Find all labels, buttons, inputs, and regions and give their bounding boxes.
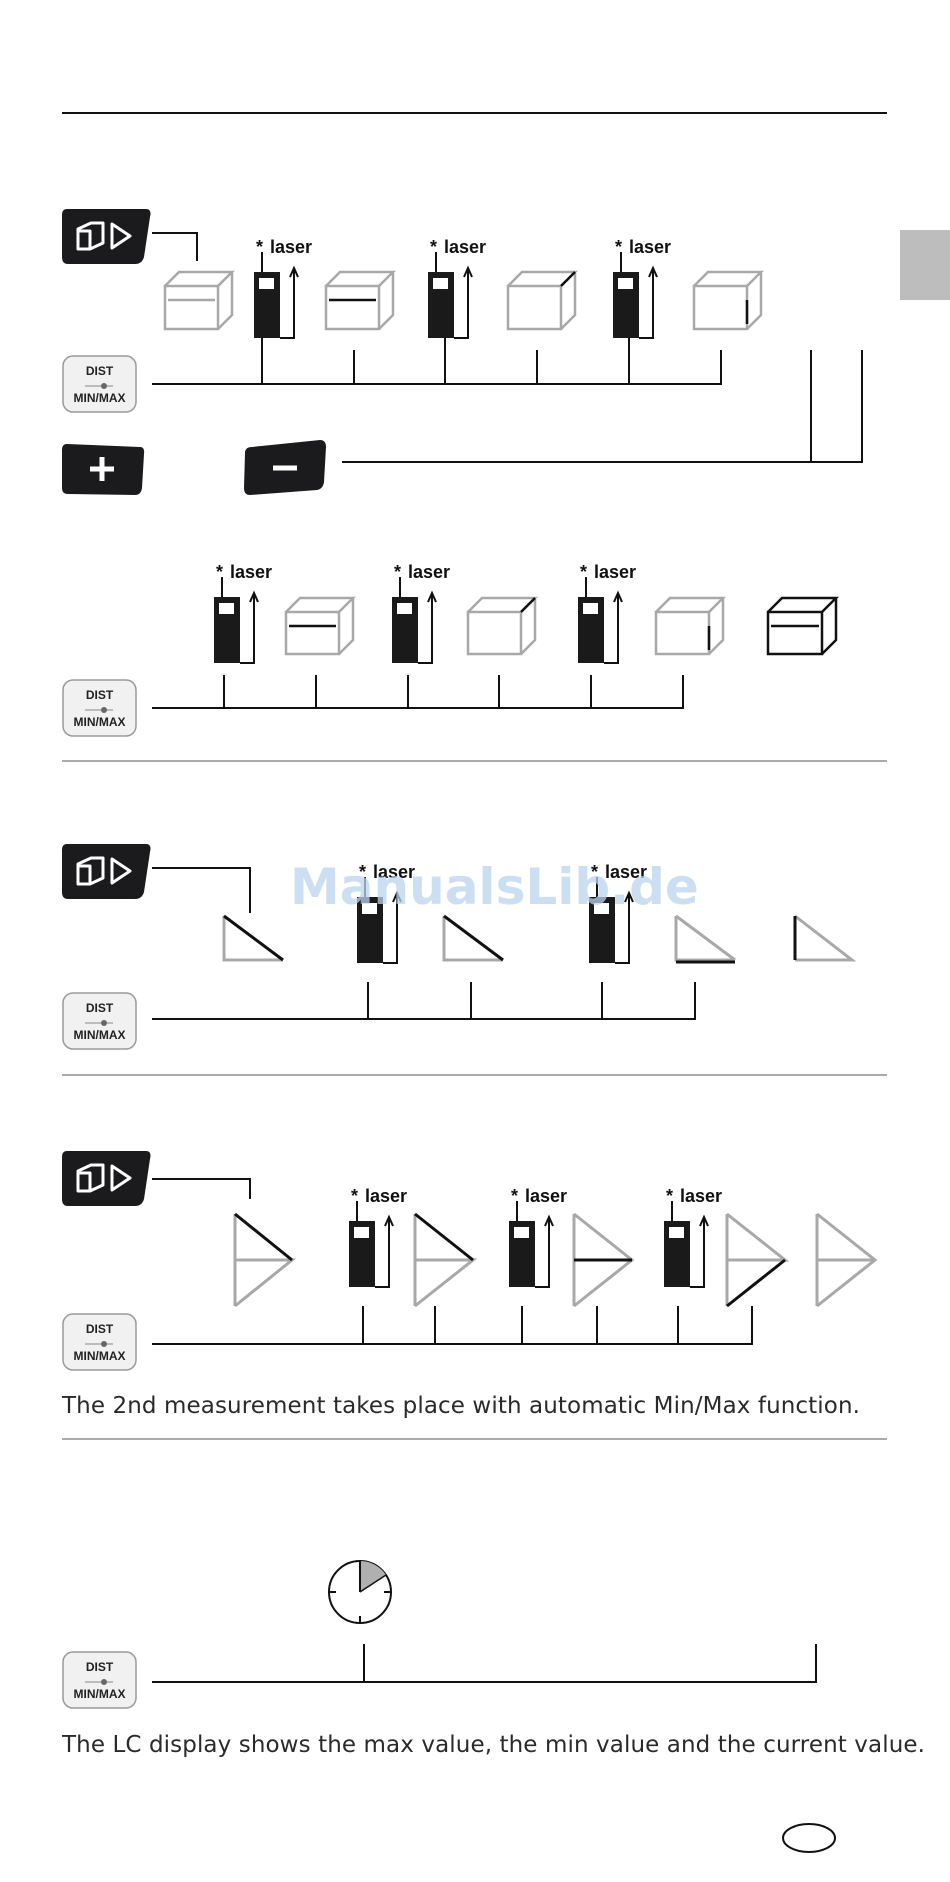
clock-icon	[328, 1560, 392, 1624]
laser-device-1: laser *	[254, 237, 312, 339]
dist-minmax-button-1[interactable]: DIST MIN/MAX	[62, 355, 137, 413]
dist-label: DIST	[86, 1322, 114, 1336]
laser-label: laser	[444, 237, 486, 257]
connector-timeline-5	[152, 1644, 817, 1683]
laser-device-4: laser *	[214, 562, 272, 664]
measurement-mode-icon	[76, 221, 132, 251]
minus-button[interactable]	[244, 440, 326, 495]
dist-label: DIST	[86, 1660, 114, 1674]
section-volume-subtract: laser * laser * laser *	[62, 562, 840, 737]
dist-minmax-button-2[interactable]: DIST MIN/MAX	[62, 679, 137, 737]
svg-text:*: *	[666, 1186, 673, 1206]
laser-device-10: laser *	[509, 1186, 567, 1288]
double-triangle-4	[725, 1212, 790, 1308]
svg-text:*: *	[216, 562, 223, 582]
caption-lc-display: The LC display shows the max value, the …	[62, 1732, 926, 1758]
dist-minmax-button-4[interactable]: DIST MIN/MAX	[62, 1313, 137, 1371]
laser-device-3: laser *	[613, 237, 671, 339]
measurement-mode-icon	[76, 856, 132, 886]
section-timer: DIST MIN/MAX	[62, 1560, 817, 1709]
double-triangle-1	[233, 1212, 297, 1308]
laser-label: laser	[230, 562, 272, 582]
volume-box-result	[766, 596, 840, 656]
right-triangle-1	[222, 914, 284, 962]
laser-device-9: laser *	[349, 1186, 407, 1288]
double-triangle-2	[413, 1212, 478, 1308]
volume-box-6	[466, 596, 539, 656]
svg-text:*: *	[511, 1186, 518, 1206]
connector-timeline-4	[152, 1306, 753, 1345]
double-triangle-5	[815, 1212, 878, 1308]
laser-label: laser	[605, 862, 647, 882]
laser-label: laser	[365, 1186, 407, 1206]
plus-icon	[90, 457, 114, 481]
volume-box-2	[324, 270, 397, 331]
side-tab	[900, 230, 950, 300]
minmax-label: MIN/MAX	[74, 1028, 126, 1042]
laser-label: laser	[408, 562, 450, 582]
minmax-label: MIN/MAX	[74, 1687, 126, 1701]
laser-label: laser	[594, 562, 636, 582]
laser-device-6: laser *	[578, 562, 636, 664]
connector-timeline-1	[152, 338, 722, 385]
svg-text:*: *	[256, 237, 263, 257]
laser-device-8: laser *	[589, 862, 647, 964]
svg-text:*: *	[359, 862, 366, 882]
laser-label: laser	[270, 237, 312, 257]
laser-label: laser	[373, 862, 415, 882]
volume-box-5	[284, 596, 357, 656]
language-badge	[782, 1823, 836, 1853]
dist-minmax-button-5[interactable]: DIST MIN/MAX	[62, 1651, 137, 1709]
mode-button[interactable]	[62, 1151, 151, 1206]
svg-text:*: *	[394, 562, 401, 582]
svg-text:*: *	[351, 1186, 358, 1206]
measurement-mode-icon	[76, 1163, 132, 1193]
connector-timeline-2	[152, 675, 684, 709]
volume-box-3	[506, 270, 579, 331]
watermark: ManualsLib.de	[290, 858, 699, 916]
right-triangle-3	[674, 914, 736, 964]
volume-box-4	[692, 270, 765, 331]
right-triangle-4	[793, 914, 857, 962]
minmax-label: MIN/MAX	[74, 1349, 126, 1363]
right-triangle-2	[442, 914, 504, 962]
dist-label: DIST	[86, 688, 114, 702]
svg-text:*: *	[591, 862, 598, 882]
laser-label: laser	[525, 1186, 567, 1206]
dist-label: DIST	[86, 364, 114, 378]
laser-label: laser	[680, 1186, 722, 1206]
laser-label: laser	[629, 237, 671, 257]
mode-button[interactable]	[62, 209, 151, 264]
volume-box-7	[654, 596, 727, 656]
svg-text:*: *	[615, 237, 622, 257]
plus-button[interactable]	[62, 444, 145, 495]
section-triangle: laser * laser *	[62, 844, 857, 1050]
dist-label: DIST	[86, 1001, 114, 1015]
minmax-label: MIN/MAX	[74, 391, 126, 405]
section-volume: laser * laser * laser *	[62, 209, 863, 495]
svg-text:*: *	[580, 562, 587, 582]
laser-device-11: laser *	[664, 1186, 722, 1288]
caption-minmax: The 2nd measurement takes place with aut…	[62, 1393, 861, 1419]
mode-button[interactable]	[62, 844, 151, 899]
laser-device-2: laser *	[428, 237, 486, 339]
laser-device-5: laser *	[392, 562, 450, 664]
minmax-label: MIN/MAX	[74, 715, 126, 729]
volume-box-1	[163, 270, 236, 331]
svg-text:*: *	[430, 237, 437, 257]
connector-timeline-3	[152, 982, 696, 1020]
dist-minmax-button-3[interactable]: DIST MIN/MAX	[62, 992, 137, 1050]
laser-device-7: laser *	[357, 862, 415, 964]
section-double-triangle: laser * laser * laser *	[62, 1151, 878, 1371]
double-triangle-3	[572, 1212, 635, 1308]
